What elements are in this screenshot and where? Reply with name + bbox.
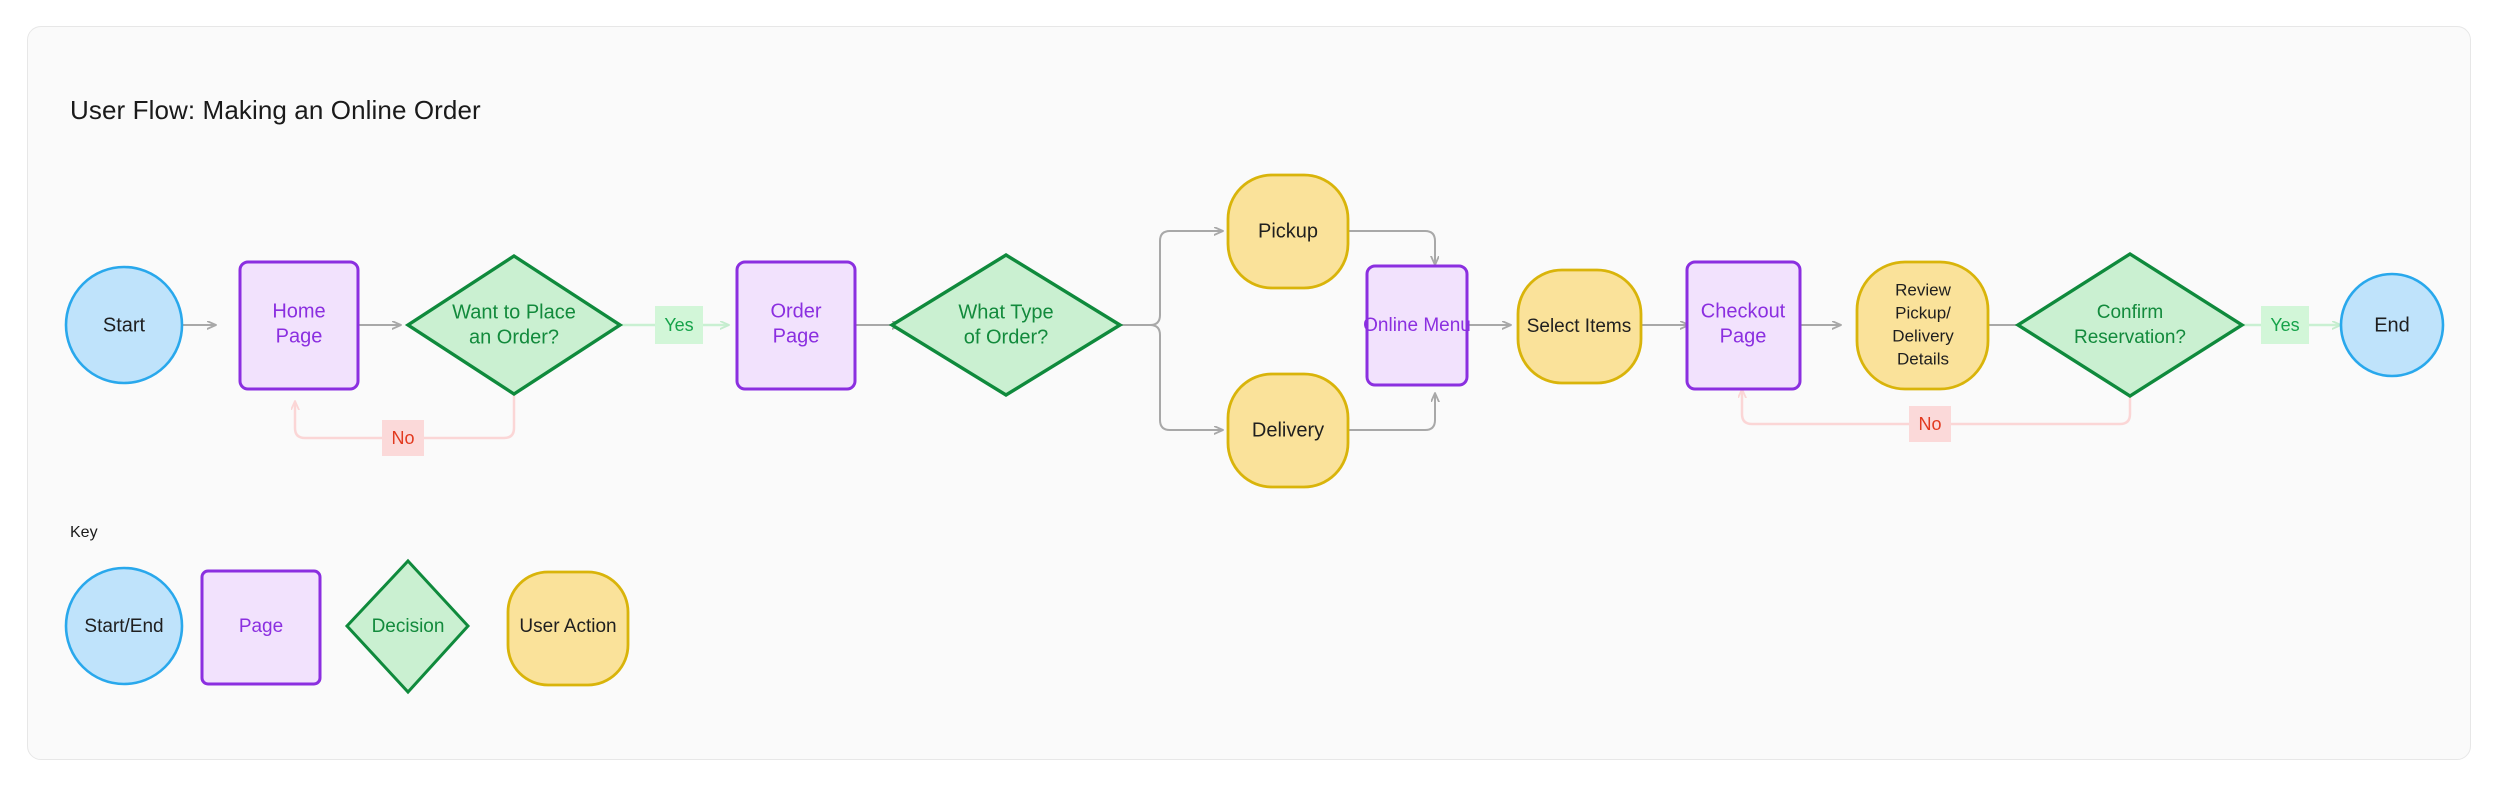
node-want-label-line2: an Order? (469, 326, 559, 348)
legend-item-user-action: User Action (506, 570, 630, 687)
node-confirm-label-line2: Reservation? (2074, 327, 2186, 348)
page-title: User Flow: Making an Online Order (70, 95, 481, 125)
node-checkout-page[interactable]: Checkout Page (1685, 260, 1802, 391)
legend-title: Key (70, 524, 98, 541)
node-end[interactable]: End (2339, 272, 2445, 378)
node-review-label-line3: Delivery (1892, 326, 1954, 345)
edge-label-confirm-yes: Yes (2261, 306, 2309, 344)
node-order-page-label-line1: Order (770, 300, 821, 322)
legend-item-page: Page (200, 569, 322, 686)
edge-label-want-no-text: No (391, 428, 414, 448)
edge-label-want-yes-text: Yes (664, 315, 693, 335)
node-home-page-label-line2: Page (276, 325, 323, 347)
node-confirm-reservation[interactable]: Confirm Reservation? (2014, 251, 2246, 399)
node-order-page-label-line2: Page (773, 325, 820, 347)
node-select-items-label: Select Items (1527, 316, 1632, 337)
edge-split-pickup (1149, 231, 1222, 326)
edge-label-want-yes: Yes (655, 306, 703, 344)
legend-user-action-label: User Action (519, 616, 616, 637)
edge-label-want-no: No (382, 420, 424, 456)
legend-decision-label: Decision (372, 616, 445, 637)
node-order-page[interactable]: Order Page (735, 260, 857, 391)
legend-item-decision: Decision (344, 558, 471, 695)
edge-label-confirm-no: No (1909, 406, 1951, 442)
node-whattype-label-line2: of Order? (964, 326, 1048, 348)
node-select-items[interactable]: Select Items (1516, 268, 1643, 385)
node-what-type-of-order[interactable]: What Type of Order? (888, 253, 1124, 397)
edge-pickup-menu (1348, 230, 1435, 264)
node-online-menu[interactable]: Online Menu (1363, 264, 1471, 387)
legend-page-label: Page (239, 616, 283, 637)
node-end-label: End (2374, 314, 2410, 336)
node-pickup-label: Pickup (1258, 220, 1318, 242)
node-confirm-label-line1: Confirm (2097, 302, 2164, 323)
node-home-page-label-line1: Home (272, 300, 325, 322)
node-whattype-label-line1: What Type (958, 301, 1053, 323)
legend-start-end-label: Start/End (84, 616, 163, 637)
node-want-to-place-order[interactable]: Want to Place an Order? (404, 253, 624, 397)
node-start[interactable]: Start (64, 265, 184, 385)
edge-split-delivery (1149, 324, 1222, 430)
edge-delivery-menu (1348, 394, 1435, 431)
edge-label-confirm-no-text: No (1918, 414, 1941, 434)
node-start-label: Start (103, 314, 146, 336)
legend-item-start-end: Start/End (64, 566, 184, 686)
node-review-label-line1: Review (1895, 280, 1951, 299)
node-home-page[interactable]: Home Page (238, 260, 360, 391)
node-online-menu-label: Online Menu (1363, 315, 1471, 336)
node-pickup[interactable]: Pickup (1226, 173, 1350, 290)
node-review-details[interactable]: Review Pickup/ Delivery Details (1855, 260, 1990, 391)
node-checkout-page-label-line2: Page (1720, 325, 1767, 347)
node-review-label-line2: Pickup/ (1895, 303, 1951, 322)
edge-label-confirm-yes-text: Yes (2270, 315, 2299, 335)
node-delivery-label: Delivery (1252, 419, 1324, 441)
node-want-label-line1: Want to Place (452, 301, 576, 323)
node-checkout-page-label-line1: Checkout (1701, 300, 1786, 322)
node-delivery[interactable]: Delivery (1226, 372, 1350, 489)
legend: Start/End Page Decision User Action (64, 558, 630, 695)
node-review-label-line4: Details (1897, 349, 1949, 368)
